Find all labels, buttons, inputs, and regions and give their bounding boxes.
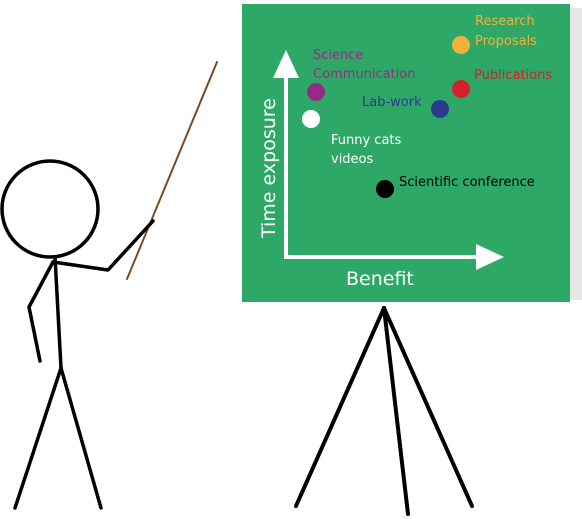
stick-figure-head	[0, 159, 100, 259]
y-axis-arrowhead	[273, 50, 299, 78]
x-axis-arrowhead	[476, 244, 504, 270]
science-communication-point	[307, 83, 325, 101]
lab-work-label: Lab-work	[362, 95, 422, 110]
scientific-conference-label-line-1: Scientific conference	[399, 175, 535, 190]
easel-leg-right	[382, 306, 474, 508]
stick-figure-right-leg	[59, 366, 103, 510]
stick-figure-pointing-arm	[51, 219, 155, 272]
y-axis-label: Time exposure	[258, 98, 280, 239]
lab-work-label-line-1: Lab-work	[362, 95, 422, 110]
stick-figure-lower-arm	[27, 260, 55, 363]
publications-point	[452, 80, 470, 98]
research-proposals-label-line-2: Proposals	[475, 34, 537, 49]
science-communication-label-line-2: Communication	[313, 67, 415, 82]
board-shadow	[570, 8, 582, 300]
publications-label: Publications	[474, 68, 552, 83]
research-proposals-point	[452, 36, 470, 54]
research-proposals-label: Research Proposals	[475, 14, 539, 49]
stick-figure-torso	[53, 255, 63, 370]
funny-cats-videos-label: Funny cats videos	[331, 133, 405, 167]
funny-cats-videos-label-line-2: videos	[331, 152, 374, 167]
funny-cats-videos-point	[302, 110, 320, 128]
stick-figure	[0, 159, 155, 510]
scientific-conference-label: Scientific conference	[399, 175, 535, 190]
chart-points	[302, 36, 470, 198]
scientific-conference-point	[376, 180, 394, 198]
stick-figure-left-leg	[13, 366, 63, 510]
easel-leg-left	[294, 306, 386, 508]
chart-point-labels: Research Proposals Science Communication…	[313, 14, 552, 190]
x-axis-label: Benefit	[346, 268, 414, 290]
research-proposals-label-line-1: Research	[475, 14, 535, 29]
presentation-board	[242, 4, 570, 302]
science-communication-label-line-1: Science	[313, 48, 363, 63]
publications-label-line-1: Publications	[474, 68, 552, 83]
science-communication-label: Science Communication	[313, 48, 415, 82]
lab-work-point	[431, 100, 449, 118]
pointer-stick	[126, 61, 218, 280]
easel-stand	[294, 306, 474, 516]
easel-leg-middle	[382, 306, 410, 516]
funny-cats-videos-label-line-1: Funny cats	[331, 133, 402, 148]
chart-axes	[273, 50, 504, 270]
